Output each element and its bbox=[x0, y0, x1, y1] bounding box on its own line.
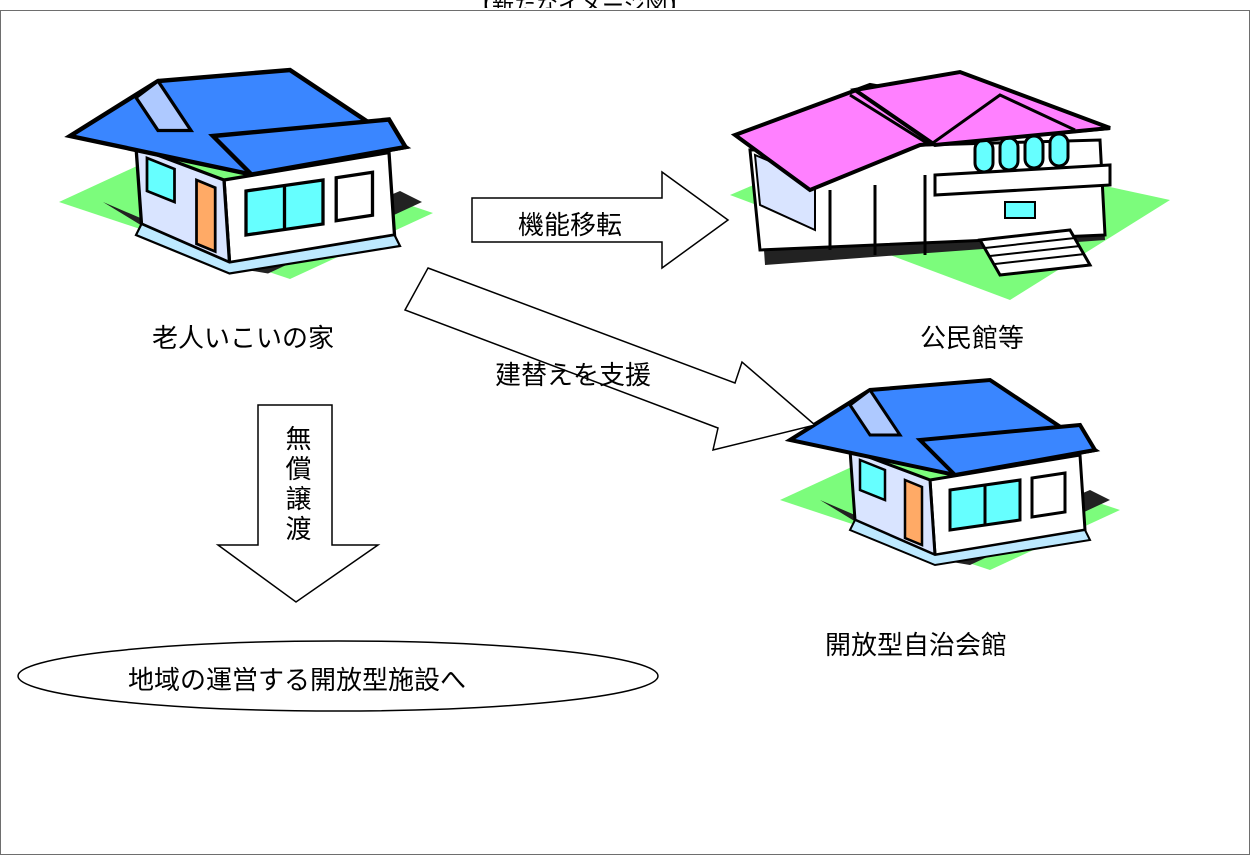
diagram-title: 【新たなイメージ図】 bbox=[470, 0, 790, 8]
community-hall-label: 公民館等 bbox=[920, 324, 1025, 354]
free-transfer-arrow bbox=[215, 404, 381, 603]
rebuild-support-label: 建替えを支援 bbox=[495, 361, 652, 391]
destination-ellipse bbox=[17, 640, 659, 712]
free-transfer-label: 無償譲渡 bbox=[281, 425, 311, 545]
old-house-label: 老人いこいの家 bbox=[152, 324, 335, 354]
relocation-arrow bbox=[471, 170, 730, 270]
destination-label: 地域の運営する開放型施設へ bbox=[128, 666, 467, 696]
rebuild-support-arrow bbox=[403, 267, 817, 452]
relocation-arrow-label: 機能移転 bbox=[518, 211, 623, 241]
community-hall-illustration bbox=[730, 69, 1170, 300]
open-hall-label: 開放型自治会館 bbox=[825, 631, 1008, 661]
old-house-illustration bbox=[59, 70, 433, 279]
open-hall-illustration bbox=[778, 378, 1122, 572]
